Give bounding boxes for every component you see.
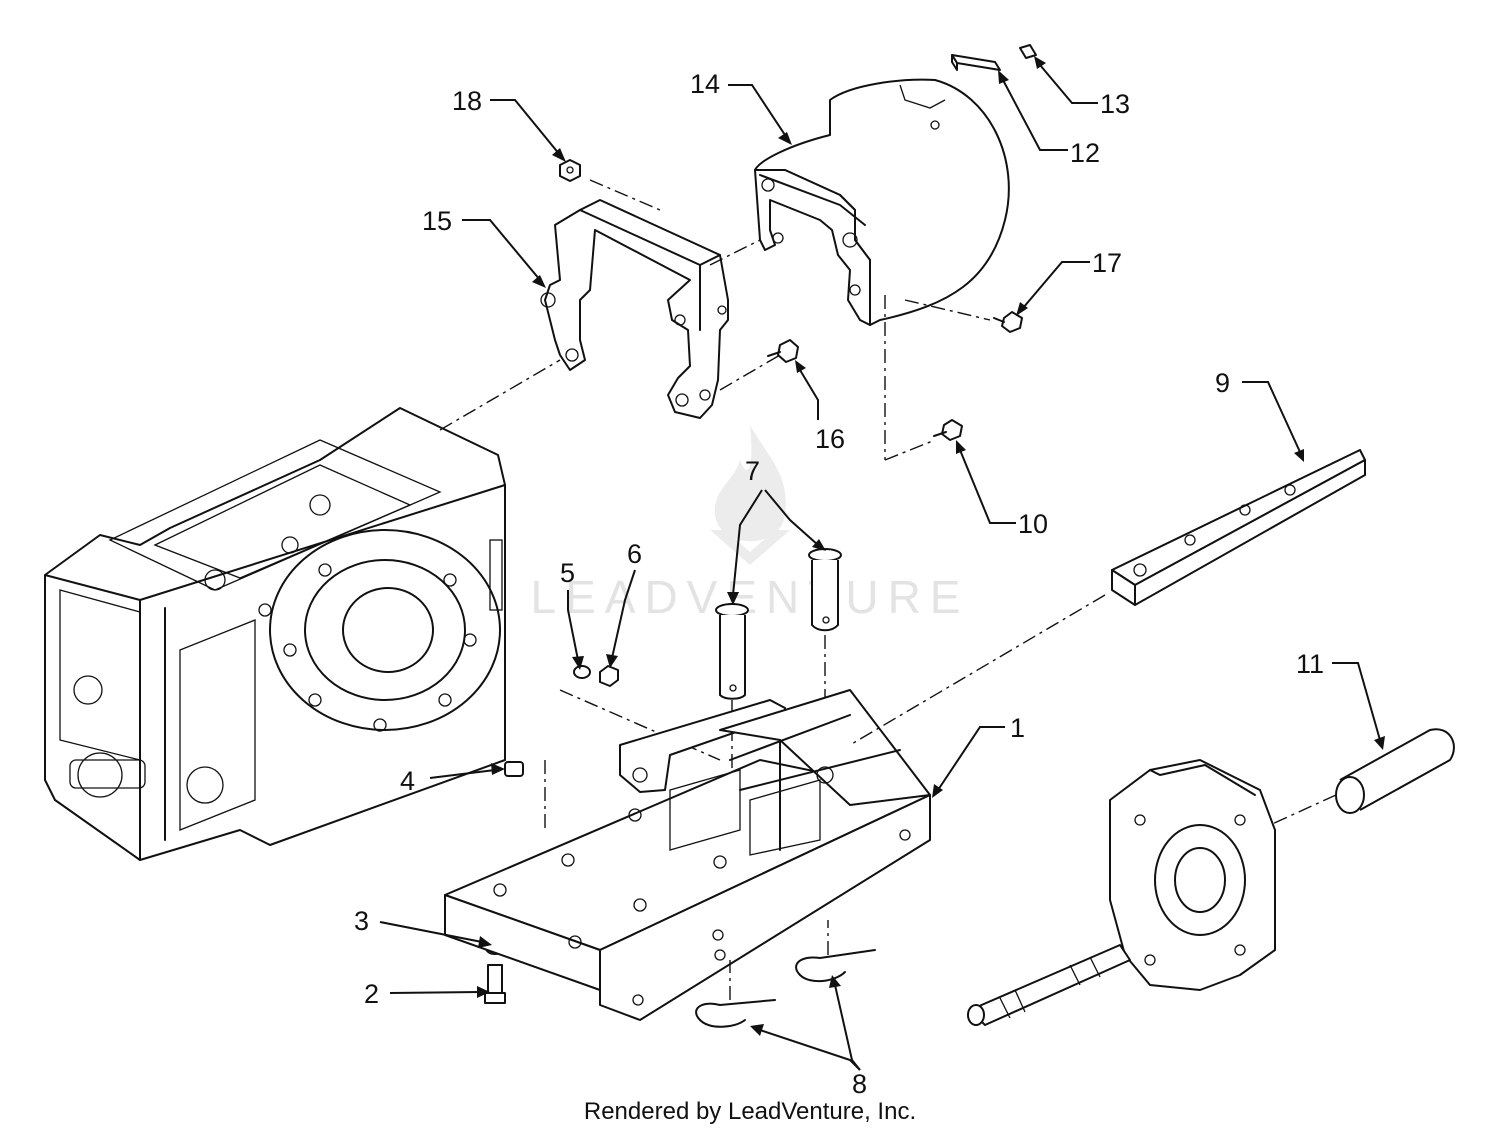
support-bracket: [540, 179, 781, 419]
callout-18: 18: [452, 86, 482, 116]
callout-2: 2: [364, 979, 379, 1009]
callout-11: 11: [1296, 649, 1324, 679]
footer-credit: Rendered by LeadVenture, Inc.: [583, 1098, 917, 1125]
gear-housing-and-shaft: [967, 759, 1276, 1026]
hair-pin-clips: [695, 920, 876, 1028]
pto-shield-cover: [754, 78, 1010, 461]
callout-17: 17: [1092, 248, 1122, 278]
hitch-base-frame: [444, 689, 931, 1021]
callout-16: 16: [815, 424, 845, 454]
callout-5: 5: [560, 558, 575, 588]
callout-7: 7: [745, 456, 760, 486]
callout-10: 10: [1018, 509, 1048, 539]
callout-9: 9: [1215, 368, 1230, 398]
key-parts: [951, 44, 1037, 71]
shaft-sleeve: [1269, 728, 1455, 826]
callout-12: 12: [1070, 138, 1100, 168]
callout-14: 14: [690, 69, 720, 99]
leader-lines: [379, 56, 1385, 1071]
flame-logo-icon: [710, 425, 790, 565]
callout-15: 15: [422, 206, 452, 236]
callout-labels: 1 2 3 4 5 6 7 8 9 10 11 12 13 14 15 16 1…: [354, 69, 1324, 1099]
callout-3: 3: [354, 906, 369, 936]
callout-1: 1: [1010, 713, 1025, 743]
callout-6: 6: [627, 539, 642, 569]
callout-4: 4: [400, 766, 415, 796]
callout-13: 13: [1100, 89, 1130, 119]
transmission-housing: [44, 359, 561, 861]
drawbar: [849, 449, 1366, 746]
callout-8: 8: [852, 1069, 867, 1099]
